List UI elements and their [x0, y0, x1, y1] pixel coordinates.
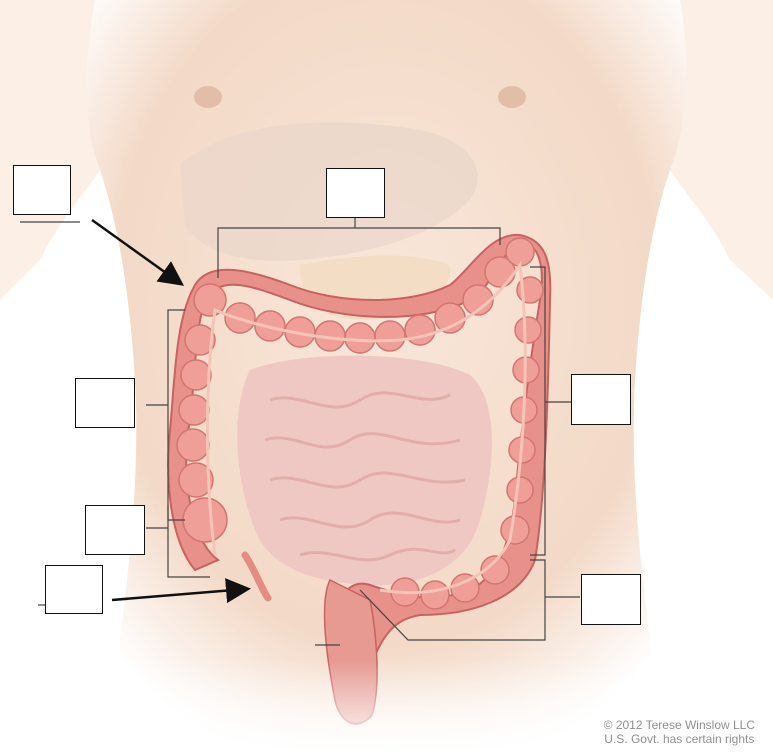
copyright-credit: © 2012 Terese Winslow LLC U.S. Govt. has…	[604, 718, 755, 746]
right-nipple	[498, 86, 526, 108]
credit-line-1: © 2012 Terese Winslow LLC	[604, 718, 755, 732]
label-box-mid-left[interactable]	[75, 378, 135, 428]
label-box-right-upper[interactable]	[571, 374, 631, 425]
credit-line-2: U.S. Govt. has certain rights	[604, 732, 755, 746]
left-arm-edge	[0, 0, 100, 300]
label-box-right-lower[interactable]	[581, 574, 641, 625]
label-box-bottom-left[interactable]	[45, 565, 103, 614]
label-box-upper-left[interactable]	[13, 165, 71, 215]
label-box-top-center[interactable]	[326, 168, 385, 218]
label-box-lower-left[interactable]	[85, 505, 145, 555]
left-nipple	[194, 86, 222, 108]
